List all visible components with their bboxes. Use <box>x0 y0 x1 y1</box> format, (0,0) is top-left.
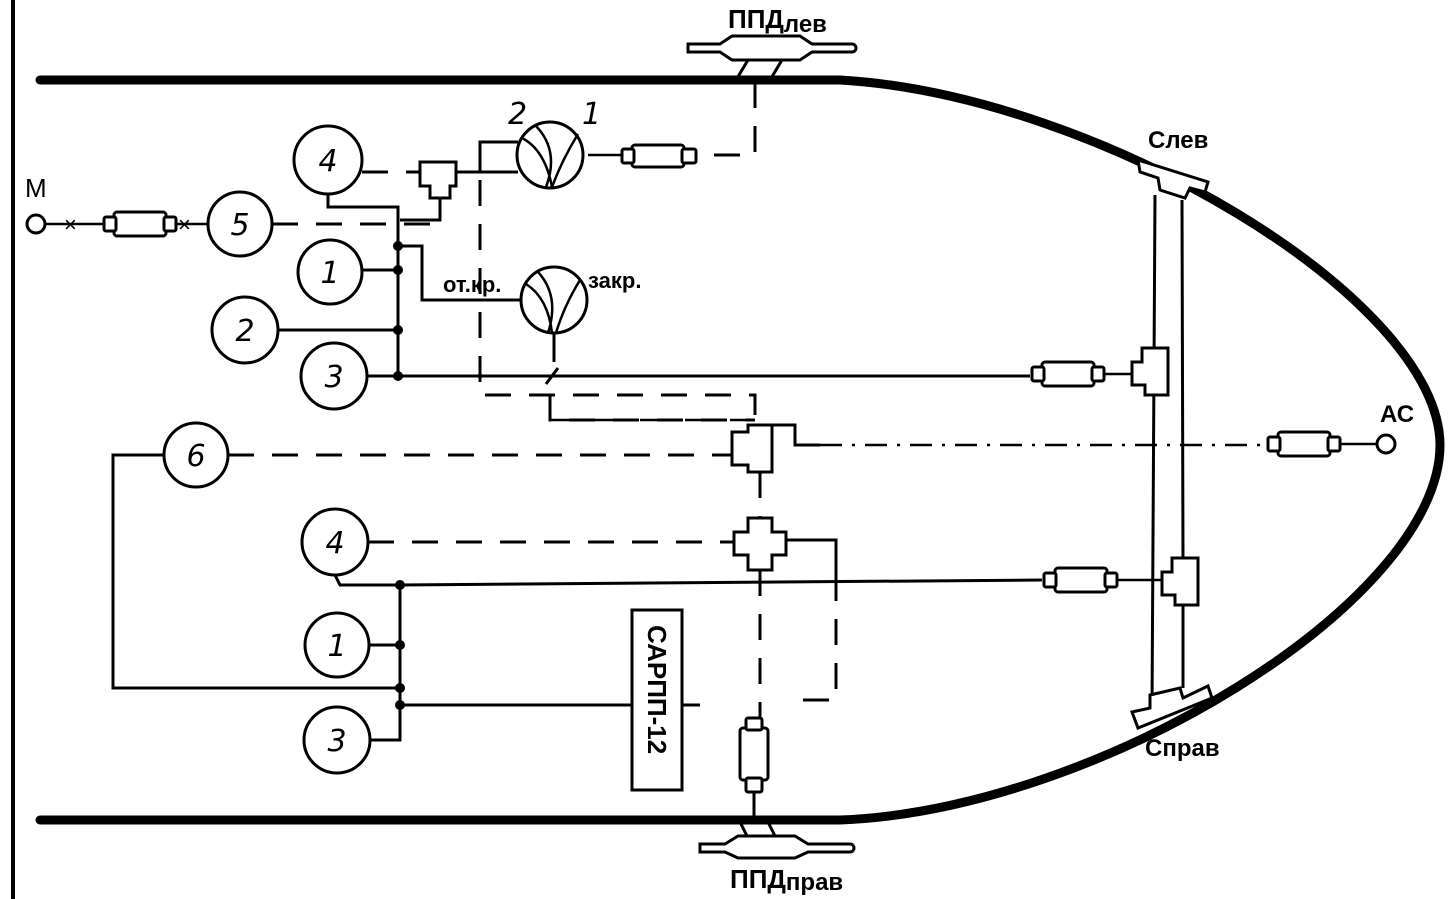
svg-text:3: 3 <box>324 360 343 395</box>
static-line-lower <box>399 578 1043 587</box>
svg-text:1: 1 <box>320 256 339 291</box>
ppd-right-label: ППДправ <box>730 864 843 896</box>
static-right-label: Справ <box>1145 735 1220 762</box>
tee-fitting-center <box>730 423 774 474</box>
svg-text:5: 5 <box>230 208 249 243</box>
cross-mark-icon: × <box>178 212 191 237</box>
instrument-1-lower: 1 <box>303 611 371 679</box>
fuselage-outline <box>35 75 1445 825</box>
cross-fitting <box>732 516 788 572</box>
static-tube-b <box>1180 199 1185 561</box>
instrument-4-upper: 4 <box>292 124 364 196</box>
instrument-1-upper: 1 <box>296 238 364 306</box>
ppd-left-label: ППДлев <box>728 4 827 38</box>
cross-mark-icon: × <box>64 212 77 237</box>
instrument-3-lower: 3 <box>302 705 372 775</box>
valve-closed-label: закр. <box>588 268 641 293</box>
m-port-label: М <box>25 173 47 203</box>
valve-switch <box>519 265 589 335</box>
aux-static-label: АС <box>1380 401 1414 428</box>
svg-text:4: 4 <box>325 526 344 561</box>
instrument-4-lower: 4 <box>300 507 370 577</box>
static-left-label: Слев <box>1148 127 1208 154</box>
svg-text:4: 4 <box>318 144 337 179</box>
sarpp-12-label: САРПП-12 <box>642 625 672 754</box>
connector-right-lower <box>738 716 770 794</box>
instrument-6: 6 <box>162 421 230 489</box>
static-port-right <box>1129 683 1214 730</box>
connector-left-upper <box>620 143 698 169</box>
sarpp-12-box <box>630 608 684 792</box>
total-pressure-line-left <box>700 82 757 157</box>
pitot-tube-right <box>698 821 856 860</box>
svg-text:2: 2 <box>235 314 254 349</box>
tee-fitting-static-upper <box>1130 346 1170 397</box>
static-tube-a <box>1150 194 1157 711</box>
aux-static-port-icon <box>1375 433 1397 455</box>
connector-m-line <box>102 210 178 238</box>
svg-text:6: 6 <box>186 439 205 474</box>
connector-aux-static <box>1266 430 1342 458</box>
instrument-3-upper: 3 <box>299 341 369 411</box>
instrument-2: 2 <box>210 295 280 365</box>
valve-open-label: от.кр. <box>443 272 501 297</box>
tee-fitting-static-lower <box>1160 556 1200 607</box>
valve-port-2-label: 2 <box>508 97 527 132</box>
static-bus-upper <box>326 194 400 378</box>
pitot-tube-left <box>686 34 858 81</box>
connector-static-upper <box>1030 360 1106 388</box>
svg-text:1: 1 <box>327 629 346 664</box>
instrument-5: 5 <box>206 190 274 258</box>
m-port-icon <box>25 213 47 235</box>
total-pressure-riser <box>478 180 757 420</box>
connector-static-lower <box>1042 566 1119 594</box>
static-port-left <box>1136 157 1210 200</box>
valve-upper <box>515 120 585 190</box>
tee-fitting-upper <box>418 160 458 200</box>
svg-text:3: 3 <box>327 724 346 759</box>
valve-port-1-label: 1 <box>582 97 601 132</box>
